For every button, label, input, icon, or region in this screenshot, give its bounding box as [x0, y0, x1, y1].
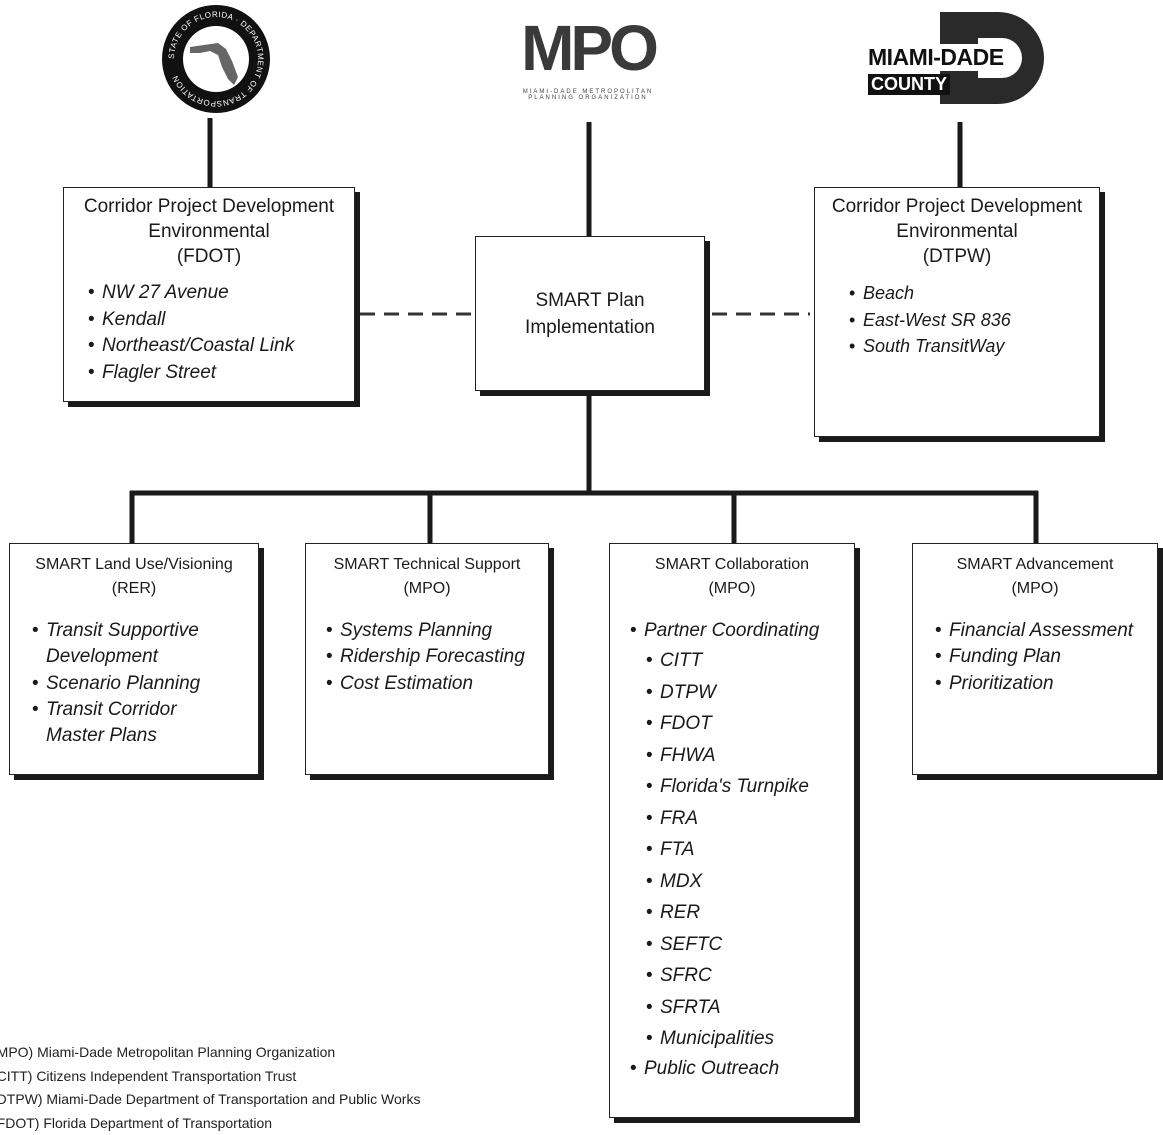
- collaboration-list: Partner Coordinating CITT DTPW FDOT FHWA…: [630, 617, 854, 1083]
- center-box-title: SMART Plan Implementation: [515, 287, 665, 341]
- list-item: Public Outreach: [630, 1055, 854, 1083]
- county-name-line-2: COUNTY: [868, 74, 950, 95]
- mpo-caption-line-2: PLANNING ORGANIZATION: [508, 95, 668, 101]
- partner-item: CITT: [646, 645, 854, 677]
- technical-support-title: SMART Technical Support (MPO): [306, 553, 548, 601]
- list-item: NW 27 Avenue: [88, 280, 354, 307]
- advancement-list: Financial Assessment Funding Plan Priori…: [935, 618, 1157, 697]
- smart-collaboration-box: SMART Collaboration (MPO) Partner Coordi…: [609, 543, 855, 1118]
- legend-item: (DTPW) Miami-Dade Department of Transpor…: [0, 1088, 420, 1112]
- fdot-project-list: NW 27 Avenue Kendall Northeast/Coastal L…: [88, 280, 354, 386]
- list-item: Scenario Planning: [32, 671, 232, 697]
- list-item: Systems Planning: [326, 618, 548, 644]
- partner-item: SEFTC: [646, 929, 854, 961]
- list-item: Transit Corridor Master Plans: [32, 697, 232, 750]
- fdot-corridor-box: Corridor Project Development Environment…: [63, 187, 355, 402]
- partner-item: Florida's Turnpike: [646, 771, 854, 803]
- advancement-title: SMART Advancement (MPO): [913, 553, 1157, 601]
- list-item: Funding Plan: [935, 644, 1157, 670]
- partner-item: MDX: [646, 866, 854, 898]
- mpo-logo: MPO MIAMI-DADE METROPOLITAN PLANNING ORG…: [508, 12, 668, 122]
- list-item: Partner Coordinating: [630, 617, 854, 645]
- legend-item: (FDOT) Florida Department of Transportat…: [0, 1112, 420, 1135]
- dtpw-project-list: Beach East-West SR 836 South TransitWay: [849, 280, 1099, 360]
- list-item: Kendall: [88, 307, 354, 334]
- list-item: Financial Assessment: [935, 618, 1157, 644]
- miami-dade-county-logo: MIAMI-DADE COUNTY: [866, 12, 1056, 108]
- dtpw-corridor-box: Corridor Project Development Environment…: [814, 187, 1100, 437]
- partner-item: FTA: [646, 834, 854, 866]
- partner-item: SFRC: [646, 960, 854, 992]
- list-item: Prioritization: [935, 671, 1157, 697]
- dtpw-box-title: Corridor Project Development Environment…: [815, 194, 1099, 269]
- fdot-box-title: Corridor Project Development Environment…: [64, 194, 354, 269]
- smart-land-use-box: SMART Land Use/Visioning (RER) Transit S…: [9, 543, 259, 775]
- svg-text:MPO: MPO: [521, 12, 657, 84]
- technical-support-list: Systems Planning Ridership Forecasting C…: [326, 618, 548, 697]
- land-use-title: SMART Land Use/Visioning (RER): [10, 553, 258, 601]
- partner-item: Municipalities: [646, 1023, 854, 1055]
- partner-item: FRA: [646, 803, 854, 835]
- smart-technical-support-box: SMART Technical Support (MPO) Systems Pl…: [305, 543, 549, 775]
- legend-item: (CITT) Citizens Independent Transportati…: [0, 1065, 420, 1089]
- list-item: Beach: [849, 280, 1099, 307]
- collaboration-title: SMART Collaboration (MPO): [610, 553, 854, 601]
- smart-advancement-box: SMART Advancement (MPO) Financial Assess…: [912, 543, 1158, 775]
- land-use-list: Transit Supportive Development Scenario …: [32, 618, 232, 749]
- acronym-legend: (MPO) Miami-Dade Metropolitan Planning O…: [0, 1041, 420, 1135]
- partner-item: FDOT: [646, 708, 854, 740]
- smart-plan-implementation-box: SMART Plan Implementation: [475, 236, 705, 391]
- partner-item: RER: [646, 897, 854, 929]
- list-item: Northeast/Coastal Link: [88, 333, 354, 360]
- list-item: Flagler Street: [88, 360, 354, 387]
- list-item: Ridership Forecasting: [326, 644, 548, 670]
- list-item: East-West SR 836: [849, 307, 1099, 334]
- legend-item: (MPO) Miami-Dade Metropolitan Planning O…: [0, 1041, 420, 1065]
- partner-item: DTPW: [646, 677, 854, 709]
- list-item: South TransitWay: [849, 333, 1099, 360]
- list-item: Transit Supportive Development: [32, 618, 232, 671]
- partner-item: SFRTA: [646, 992, 854, 1024]
- list-item: Cost Estimation: [326, 671, 548, 697]
- partner-item: FHWA: [646, 740, 854, 772]
- fdot-seal-logo: STATE OF FLORIDA · DEPARTMENT OF TRANSPO…: [160, 3, 272, 115]
- county-name-line-1: MIAMI-DADE: [866, 44, 1006, 71]
